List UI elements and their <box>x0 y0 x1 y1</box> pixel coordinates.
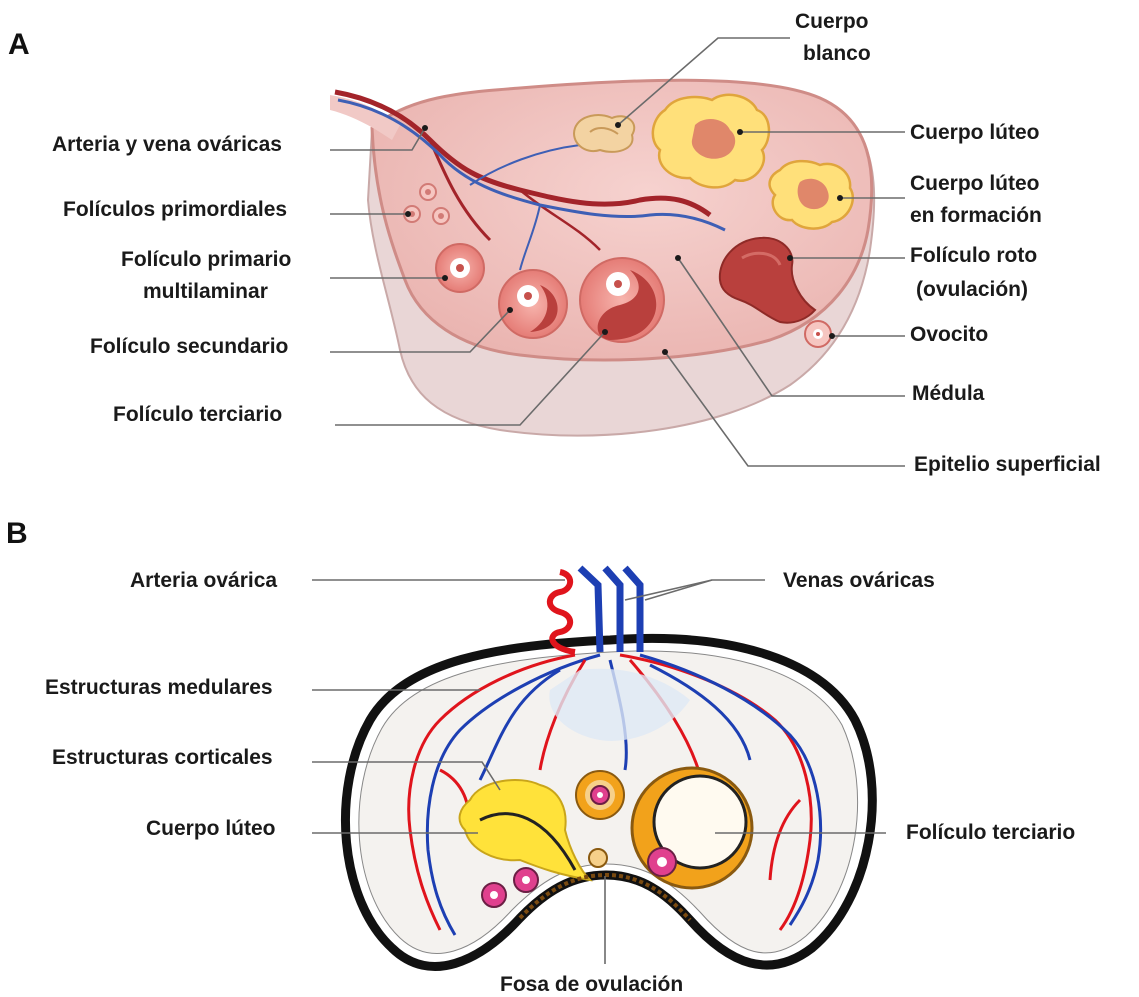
panel-a: A <box>8 10 1101 476</box>
label-primario-2: multilaminar <box>143 280 268 303</box>
label-formacion-2: en formación <box>910 204 1042 227</box>
panel-b-letter: B <box>6 517 28 550</box>
label-cuerpo-luteo-a: Cuerpo lúteo <box>910 121 1040 144</box>
label-ovocito: Ovocito <box>910 323 988 346</box>
secondary-follicle <box>499 270 567 338</box>
label-secundario: Folículo secundario <box>90 335 288 358</box>
label-arteria-vena: Arteria y vena ováricas <box>52 133 282 156</box>
label-cuerpo-luteo-b: Cuerpo lúteo <box>146 817 276 840</box>
corpus-albicans <box>574 115 634 152</box>
label-epitelio: Epitelio superficial <box>914 453 1101 476</box>
tertiary-follicle-a <box>580 258 664 342</box>
label-primordiales: Folículos primordiales <box>63 198 287 221</box>
label-formacion-1: Cuerpo lúteo <box>910 172 1040 195</box>
tertiary-follicle-b <box>632 768 752 888</box>
corpus-luteum-forming <box>770 161 853 229</box>
panel-a-letter: A <box>8 28 30 61</box>
label-medula: Médula <box>912 382 985 405</box>
label-cuerpo-blanco-1: Cuerpo <box>795 10 869 33</box>
label-roto-2: (ovulación) <box>916 278 1028 301</box>
follicle-b-small <box>589 849 607 867</box>
label-terciario-a: Folículo terciario <box>113 403 282 426</box>
label-estructuras-corticales: Estructuras corticales <box>52 746 273 769</box>
ovary-illustration-b <box>345 568 872 966</box>
ovulated-oocyte <box>805 321 831 347</box>
label-primario-1: Folículo primario <box>121 248 291 271</box>
label-cuerpo-blanco-2: blanco <box>803 42 871 65</box>
follicle-b-upper <box>576 771 624 819</box>
label-arteria-ovarica: Arteria ovárica <box>130 569 277 592</box>
label-estructuras-medulares: Estructuras medulares <box>45 676 273 699</box>
label-venas-ovaricas: Venas ováricas <box>783 569 935 592</box>
label-foliculo-terciario-b: Folículo terciario <box>906 821 1075 844</box>
primary-follicle <box>436 244 484 292</box>
label-roto-1: Folículo roto <box>910 244 1037 267</box>
corpus-luteum-a <box>653 95 769 188</box>
panel-b: B <box>6 517 1075 996</box>
label-fosa-ovulacion: Fosa de ovulación <box>500 973 683 996</box>
